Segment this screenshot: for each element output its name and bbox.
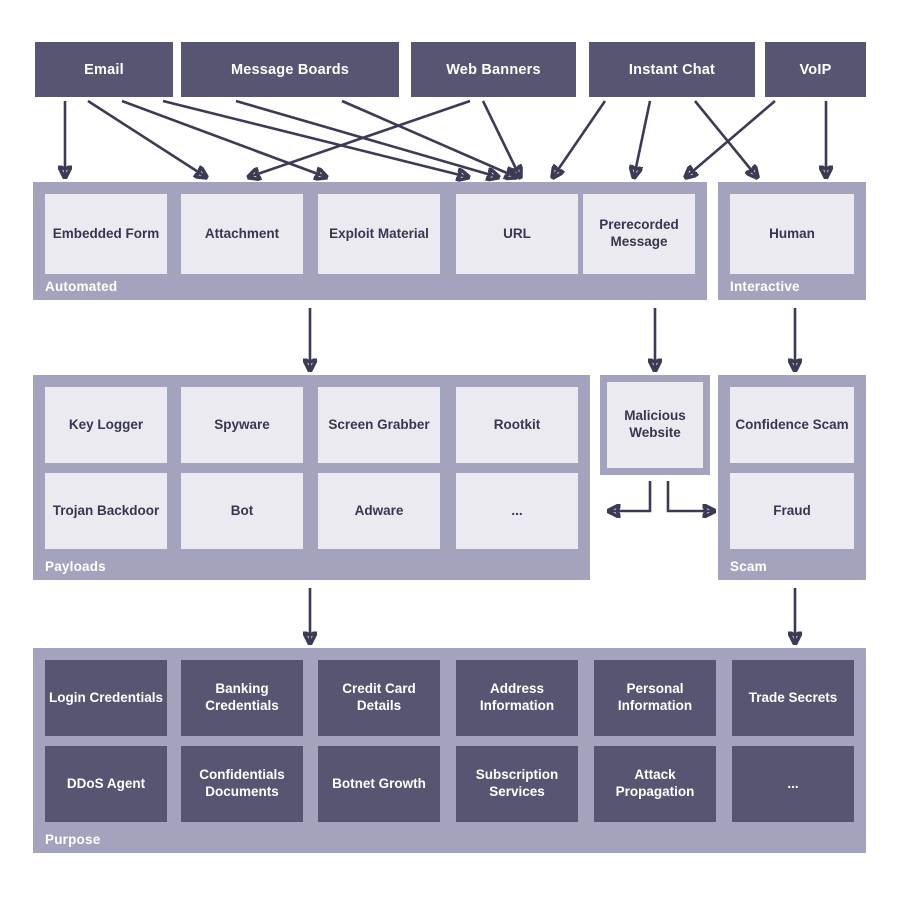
item-label: Rootkit: [493, 416, 541, 432]
item-label: Botnet Growth: [332, 775, 426, 791]
item-label: Prerecorded Message: [599, 217, 679, 249]
item-personal-information[interactable]: Personal Information: [594, 660, 716, 736]
arrow-message-boards-to-url: [235, 99, 498, 177]
source-box-label: VoIP: [799, 61, 832, 78]
item-label: Malicious Website: [624, 408, 686, 440]
item-label: Adware: [354, 502, 404, 518]
item-attack-propagation[interactable]: Attack Propagation: [594, 746, 716, 822]
item-label: Attack Propagation: [615, 767, 695, 799]
item-label: Address Information: [479, 681, 555, 713]
item-login-credentials[interactable]: Login Credentials: [45, 660, 167, 736]
arrow-email-to-url: [162, 99, 468, 177]
item-label: Spyware: [214, 416, 270, 432]
item-label: Screen Grabber: [328, 416, 430, 432]
item-trade-secrets[interactable]: Trade Secrets: [732, 660, 854, 736]
item-url[interactable]: URL: [456, 194, 578, 274]
item-label: Subscription Services: [475, 767, 559, 799]
item-adware[interactable]: Adware: [318, 473, 440, 549]
item-label: Attachment: [204, 225, 280, 241]
item-screen-grabber[interactable]: Screen Grabber: [318, 387, 440, 463]
group-label-interactive: Interactive: [730, 279, 800, 294]
item-botnet-growth[interactable]: Botnet Growth: [318, 746, 440, 822]
item-label: Embedded Form: [52, 225, 160, 241]
source-box-label: Message Boards: [230, 61, 350, 78]
item-label: Personal Information: [617, 681, 693, 713]
item-credit-card-details[interactable]: Credit Card Details: [318, 660, 440, 736]
item-trojan-backdoor[interactable]: Trojan Backdoor: [45, 473, 167, 549]
item-label: Banking Credentials: [205, 681, 279, 713]
item-label: Exploit Material: [329, 225, 429, 241]
item-label: Fraud: [773, 502, 811, 518]
group-label-scam: Scam: [730, 559, 767, 574]
item-purpose-ellipsis[interactable]: ...: [732, 746, 854, 822]
item-label: URL: [503, 225, 531, 241]
group-label-payloads: Payloads: [45, 559, 106, 574]
source-box-message-boards[interactable]: Message Boards: [181, 42, 399, 97]
item-label: Bot: [230, 502, 254, 518]
arrow-voip-to-prerecorded: [686, 100, 776, 177]
item-ddos-agent[interactable]: DDoS Agent: [45, 746, 167, 822]
item-label: DDoS Agent: [66, 775, 146, 791]
arrow-web-banners-to-url: [481, 100, 520, 177]
item-banking-credentials[interactable]: Banking Credentials: [181, 660, 303, 736]
source-box-email[interactable]: Email: [35, 42, 173, 97]
arrow-message-boards-to-prerecorded: [341, 99, 516, 177]
item-embedded-form[interactable]: Embedded Form: [45, 194, 167, 274]
source-box-label: Email: [84, 61, 124, 78]
arrow-email-to-exploit-material: [121, 99, 326, 177]
item-bot[interactable]: Bot: [181, 473, 303, 549]
item-confidentials-documents[interactable]: Confidentials Documents: [181, 746, 303, 822]
item-payloads-ellipsis[interactable]: ...: [456, 473, 578, 549]
item-label: Confidence Scam: [735, 416, 849, 432]
item-label: Login Credentials: [49, 689, 164, 705]
group-purpose: Purpose: [33, 648, 866, 853]
source-box-label: Instant Chat: [628, 61, 716, 78]
arrow-instant-chat-to-exploit: [634, 100, 652, 177]
source-box-voip[interactable]: VoIP: [765, 42, 866, 97]
arrow-email-to-attachment: [87, 99, 206, 177]
item-rootkit[interactable]: Rootkit: [456, 387, 578, 463]
item-label: ...: [511, 502, 523, 518]
source-box-instant-chat[interactable]: Instant Chat: [589, 42, 755, 97]
item-label: Human: [769, 225, 815, 241]
item-confidence-scam[interactable]: Confidence Scam: [730, 387, 854, 463]
source-box-web-banners[interactable]: Web Banners: [411, 42, 576, 97]
item-malicious-website[interactable]: Malicious Website: [607, 382, 703, 468]
item-label: Trojan Backdoor: [52, 502, 160, 518]
source-box-label: Web Banners: [446, 61, 541, 78]
item-exploit-material[interactable]: Exploit Material: [318, 194, 440, 274]
item-label: Confidentials Documents: [199, 767, 285, 799]
item-label: Trade Secrets: [748, 689, 838, 705]
item-prerecorded-message[interactable]: Prerecorded Message: [583, 194, 695, 274]
item-spyware[interactable]: Spyware: [181, 387, 303, 463]
item-human[interactable]: Human: [730, 194, 854, 274]
item-key-logger[interactable]: Key Logger: [45, 387, 167, 463]
arrow-web-banners-to-attachment: [249, 99, 471, 177]
item-label: ...: [787, 775, 799, 791]
item-attachment[interactable]: Attachment: [181, 194, 303, 274]
arrow-malicious-website-to-scam: [666, 481, 714, 511]
item-fraud[interactable]: Fraud: [730, 473, 854, 549]
item-subscription-services[interactable]: Subscription Services: [456, 746, 578, 822]
arrow-malicious-website-to-payloads: [609, 481, 652, 511]
item-address-information[interactable]: Address Information: [456, 660, 578, 736]
group-label-purpose: Purpose: [45, 832, 101, 847]
item-label: Key Logger: [68, 416, 144, 432]
arrow-instant-chat-to-human: [693, 100, 757, 177]
item-label: Credit Card Details: [342, 681, 416, 713]
arrow-instant-chat-to-prerecorded: [553, 100, 607, 177]
group-label-automated: Automated: [45, 279, 118, 294]
